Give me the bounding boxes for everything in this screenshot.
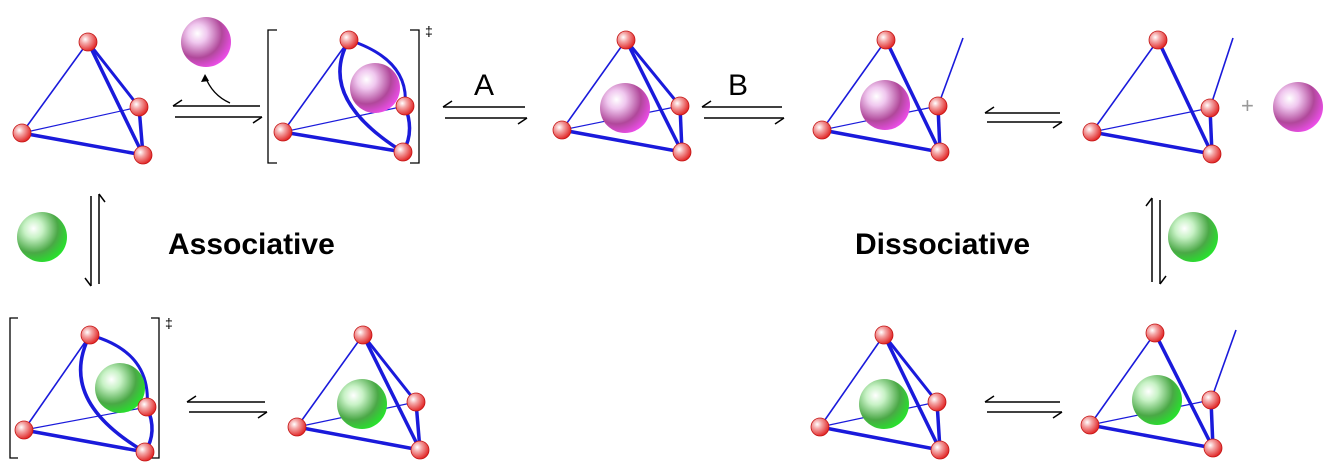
ts-mark-top: ‡: [425, 23, 433, 39]
guest-magenta-released-icon: [1273, 82, 1323, 132]
ts-mark-bottom: ‡: [165, 315, 173, 331]
cage-empty-open: [1082, 30, 1234, 164]
ts-bracket-top: [267, 29, 420, 164]
equilibrium-arrow-1: [172, 99, 263, 124]
vertical-arrow-left: [84, 193, 106, 287]
curved-arrow-icon: [204, 75, 231, 104]
ts-assoc-magenta: [273, 30, 415, 162]
guest-green-left-icon: [17, 212, 67, 262]
ts-bracket-bottom: [9, 317, 160, 459]
associative-label: Associative: [168, 228, 335, 261]
path-b-label: B: [728, 69, 748, 102]
cage-magenta-center: [552, 30, 692, 162]
cage-empty-top: [12, 32, 153, 165]
cage-magenta-open: [812, 30, 964, 162]
curved-arrow-head: [201, 74, 209, 82]
dissociative-label: Dissociative: [855, 228, 1030, 261]
path-a-label: A: [474, 69, 494, 102]
equilibrium-arrow-a: [442, 100, 528, 125]
vertical-arrow-right: [1145, 197, 1167, 285]
cage-green-open: [1080, 323, 1237, 458]
plus-sign: +: [1241, 93, 1254, 118]
guest-magenta-icon: [181, 17, 231, 67]
equilibrium-arrow-bottom-left: [186, 395, 268, 419]
equilibrium-arrow-bottom-right: [984, 395, 1063, 419]
equilibrium-arrow-b: [701, 100, 785, 125]
guest-green-right-icon: [1168, 212, 1218, 262]
equilibrium-arrow-4: [984, 106, 1063, 129]
cage-green-assoc: [287, 325, 430, 460]
ts-assoc-green: [14, 325, 157, 462]
cage-green-diss: [810, 325, 950, 460]
